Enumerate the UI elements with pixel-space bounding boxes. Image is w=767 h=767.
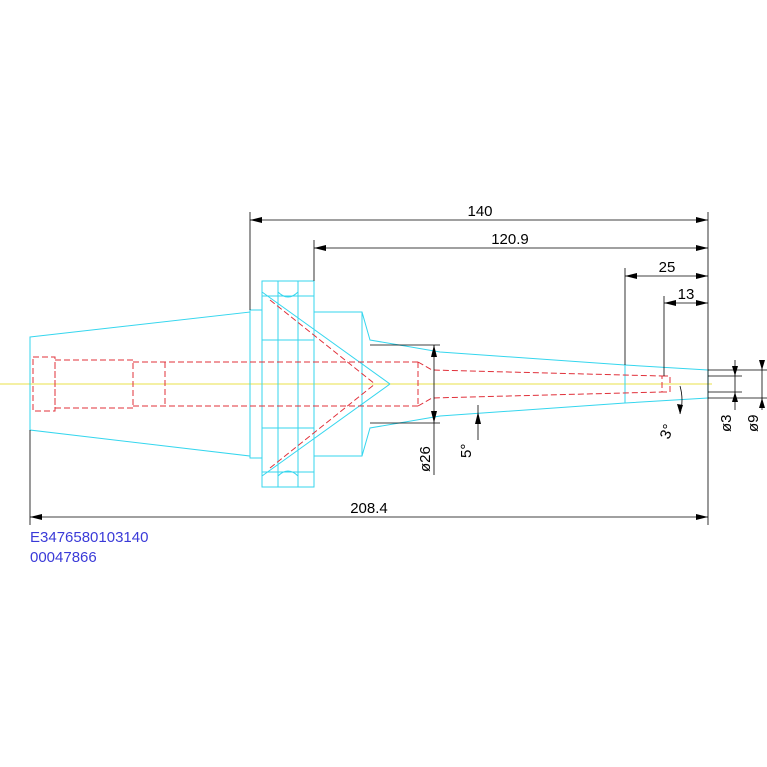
part-number: E3476580103140 [30, 529, 148, 546]
dim-13: 13 [678, 286, 695, 303]
dim-208-4: 208.4 [350, 500, 388, 517]
dimension-lines [29, 212, 767, 525]
dim-angle-3: 3° [657, 422, 678, 441]
dim-dia-3: ø3 [718, 414, 735, 432]
dim-25: 25 [659, 259, 676, 276]
dim-120-9: 120.9 [491, 231, 529, 248]
dim-dia-26: ø26 [417, 446, 434, 472]
hidden-lines [32, 299, 671, 469]
tool-outline [29, 280, 709, 488]
dim-dia-9: ø9 [745, 414, 762, 432]
dim-angle-5: 5° [458, 444, 475, 458]
dim-140: 140 [467, 203, 492, 220]
item-code: 00047866 [30, 549, 97, 566]
